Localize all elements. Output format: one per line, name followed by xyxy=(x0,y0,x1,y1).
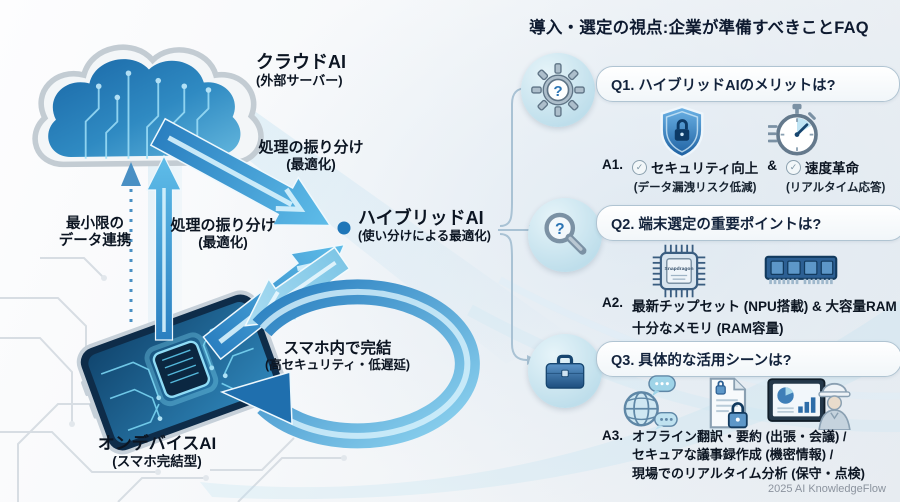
ampersand: & xyxy=(767,158,777,173)
arrow-minimal-data-dotted xyxy=(121,162,141,322)
hybrid-ai-label: ハイブリッドAI (使い分けによる最適化) xyxy=(358,208,491,244)
loop-label: スマホ内で完結 (高セキュリティ・低遅延) xyxy=(264,340,411,373)
a1-benefit-speed: ✓ 速度革命 (リアルタイム応答) xyxy=(785,159,886,194)
a1-prefix: A1. xyxy=(602,157,624,172)
check-icon: ✓ xyxy=(785,159,801,175)
check-icon: ✓ xyxy=(632,159,648,175)
a2-prefix: A2. xyxy=(602,295,624,310)
q1-pill: Q1. ハイブリッドAIのメリットは? xyxy=(596,66,900,102)
cloud-ai-illustration xyxy=(32,44,264,168)
route-label-mid: 処理の振り分け (最適化) xyxy=(170,217,276,250)
a1-answer: A1. ✓ セキュリティ向上 (データ漏洩リスク低減) & ✓ 速度革命 (リア… xyxy=(602,157,885,195)
briefcase-icon xyxy=(545,354,585,389)
realtime-analysis-icon xyxy=(767,378,851,430)
shield-lock-icon xyxy=(660,105,704,159)
arrow-cloud-to-hybrid xyxy=(149,117,332,227)
svg-text:?: ? xyxy=(555,221,565,238)
on-device-ai-title: オンデバイスAI xyxy=(97,434,217,453)
hybrid-ai-subtitle: (使い分けによる最適化) xyxy=(358,229,491,244)
cloud-ai-title: クラウドAI xyxy=(256,52,346,72)
q2-icon-circle: ? xyxy=(528,198,602,272)
hybrid-node-dot xyxy=(337,221,351,235)
arrow-loop-on-device xyxy=(219,279,480,449)
cloud-ai-label: クラウドAI (外部サーバー) xyxy=(256,52,346,89)
cloud-ai-subtitle: (外部サーバー) xyxy=(256,73,343,89)
stopwatch-icon xyxy=(768,103,818,156)
hybrid-ai-title: ハイブリッドAI xyxy=(358,208,484,228)
on-device-ai-subtitle: (スマホ完結型) xyxy=(112,454,202,470)
magnifier-question-icon: ? xyxy=(544,212,587,255)
faq-panel-title: 導入・選定の視点:企業が準備すべきことFAQ xyxy=(529,19,869,37)
gear-question-icon: ? xyxy=(531,63,585,117)
a3-prefix: A3. xyxy=(602,428,624,443)
on-device-ai-label: オンデバイスAI (スマホ完結型) xyxy=(72,434,242,470)
a2-answer: A2. 最新チップセット (NPU搭載) & 大容量RAM 十分なメモリ (RA… xyxy=(602,295,897,336)
route-label-top: 処理の振り分け (最適化) xyxy=(258,139,364,172)
svg-text:?: ? xyxy=(553,83,562,100)
q2-pill: Q2. 端末選定の重要ポイントは? xyxy=(596,205,900,241)
a1-benefit-security: ✓ セキュリティ向上 (データ漏洩リスク低減) xyxy=(632,159,759,194)
q1-icon-circle: ? xyxy=(521,53,595,127)
q3-pill: Q3. 具体的な活用シーンは? xyxy=(596,341,900,377)
q3-question: Q3. 具体的な活用シーンは? xyxy=(611,352,792,369)
secure-document-icon xyxy=(709,377,748,429)
q3-icon-circle xyxy=(528,334,602,408)
arrow-device-to-cloud xyxy=(146,154,182,341)
globe-translation-icon xyxy=(623,375,678,431)
q1-question: Q1. ハイブリッドAIのメリットは? xyxy=(611,77,836,94)
minimal-data-label: 最小限の データ連携 xyxy=(58,216,132,250)
ram-icon xyxy=(764,255,838,285)
q2-question: Q2. 端末選定の重要ポイントは? xyxy=(611,216,822,233)
chipset-icon: Snapdragon xyxy=(652,244,706,298)
footer-credit: 2025 AI KnowledgeFlow xyxy=(767,483,886,495)
a3-answer: A3. オフライン翻訳・要約 (出張・会議) / セキュアな議事録作成 (機密情… xyxy=(602,428,865,481)
svg-text:Snapdragon: Snapdragon xyxy=(665,266,694,272)
